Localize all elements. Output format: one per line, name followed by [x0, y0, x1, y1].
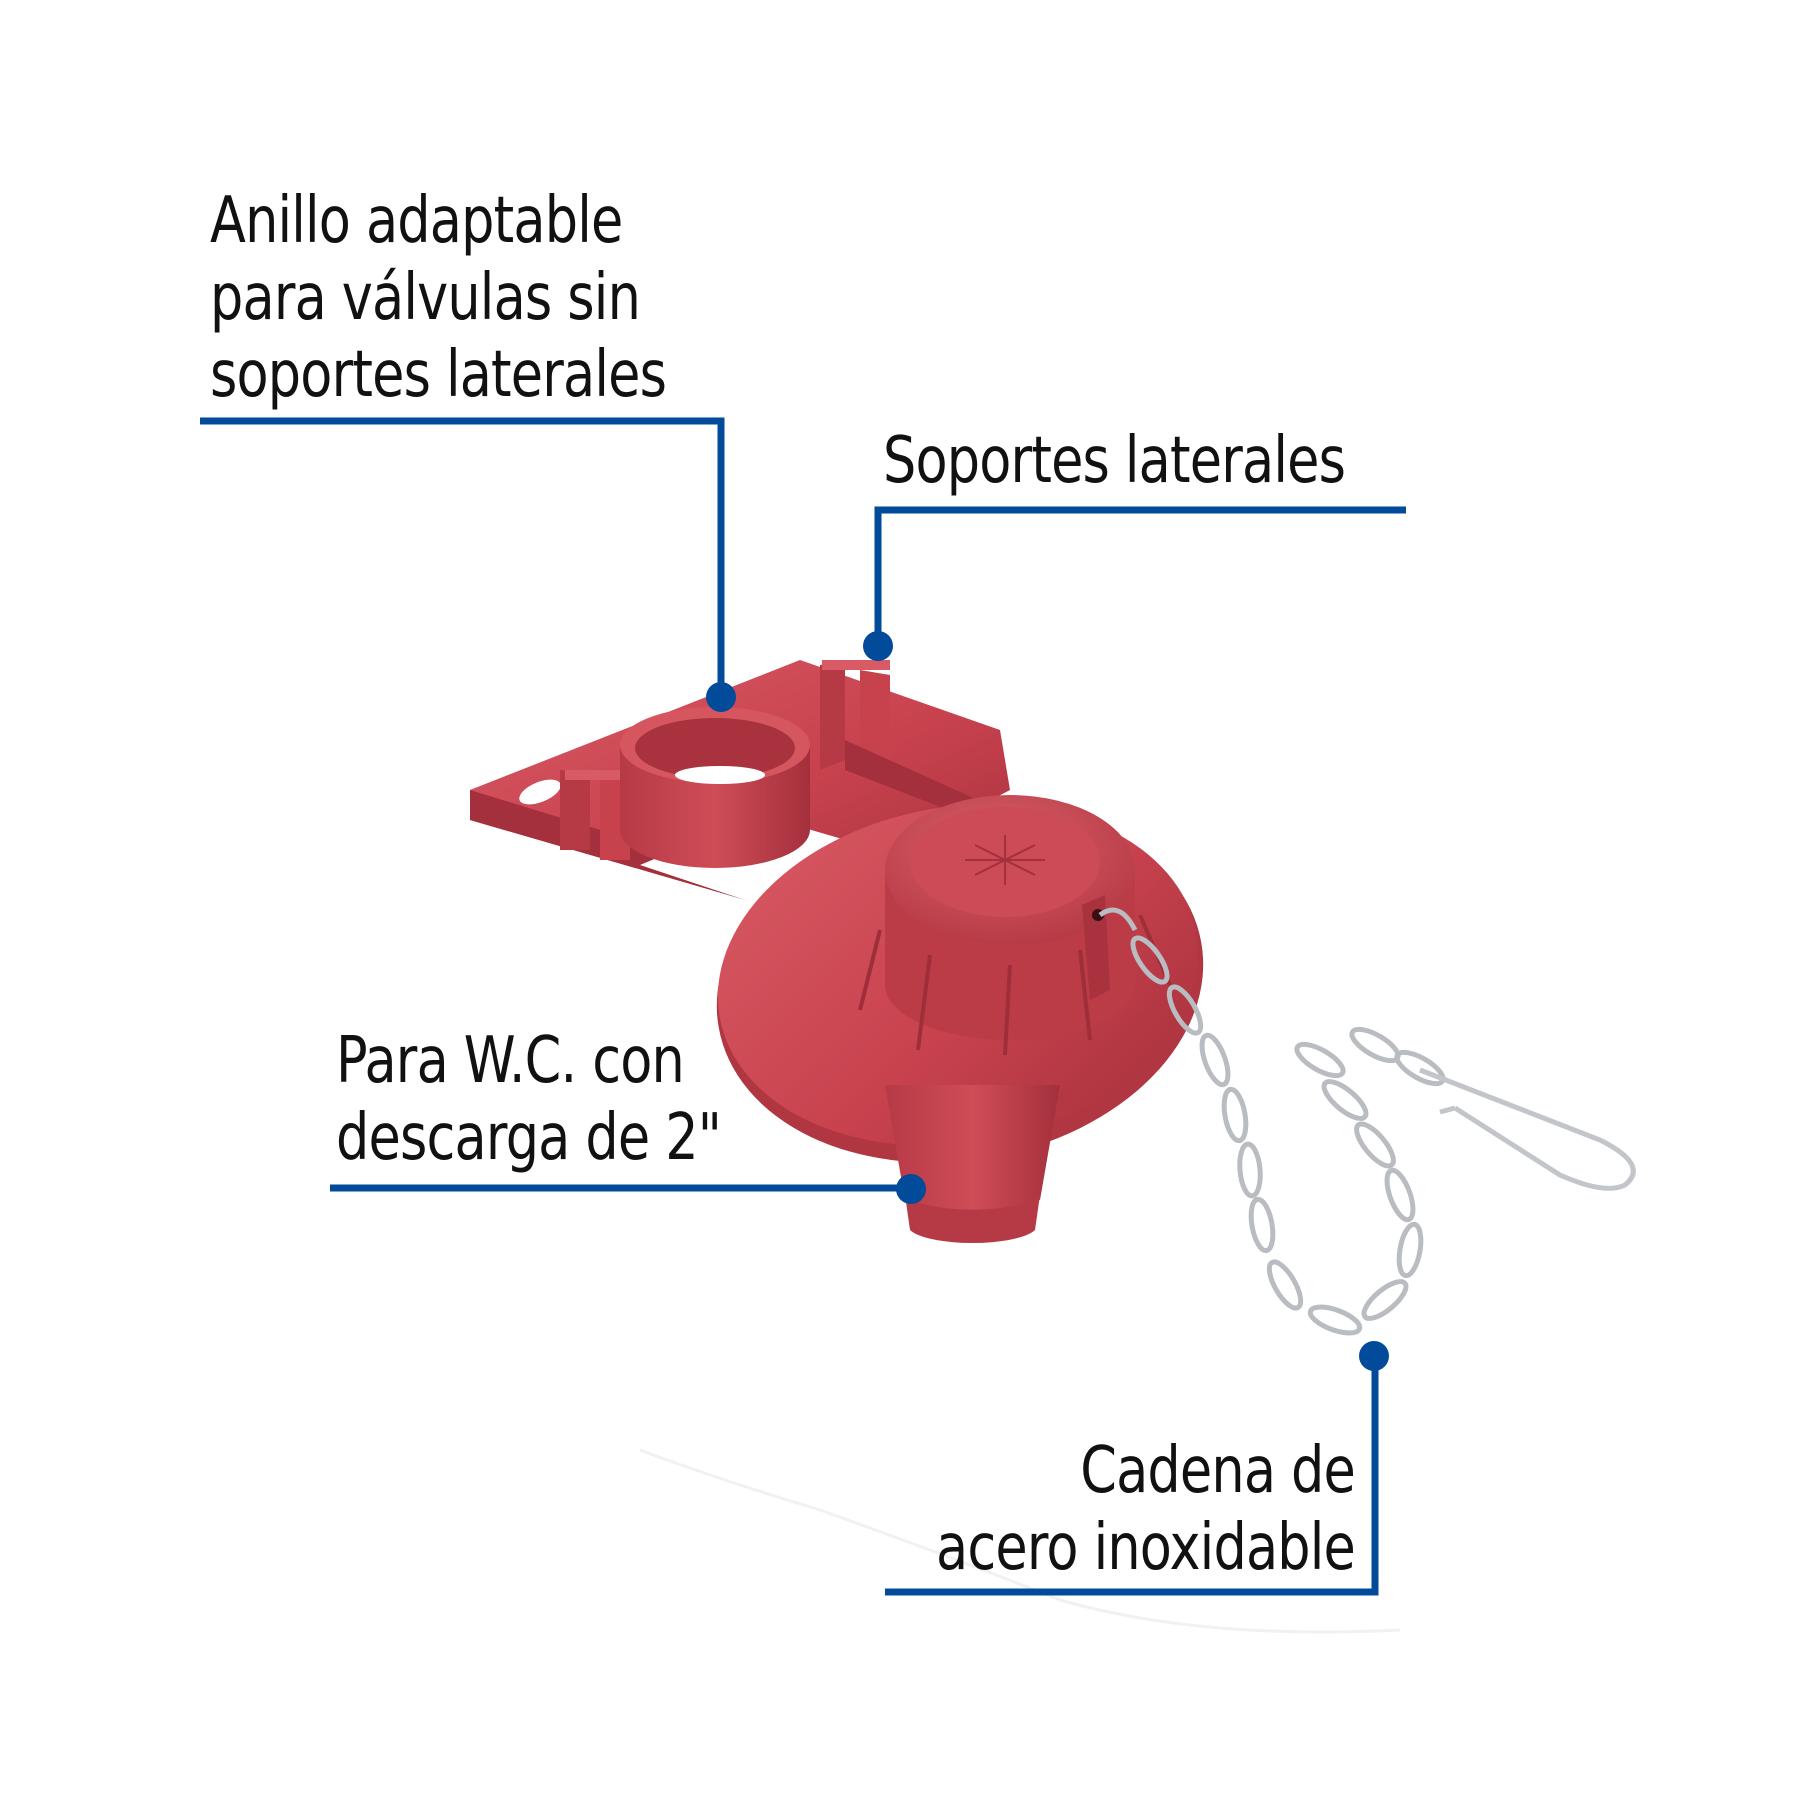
dome-cap — [858, 795, 1172, 1056]
callout-line-text: descarga de 2" — [336, 1101, 722, 1175]
callout-line-side-supports — [874, 506, 1406, 646]
callout-line-adaptable-ring — [200, 417, 725, 697]
adaptable-ring-part — [620, 707, 810, 868]
star-emboss-icon — [965, 835, 1045, 885]
callout-discharge-size: Para W.C. con descarga de 2" — [336, 1023, 722, 1177]
callout-dot-side-supports — [863, 631, 893, 661]
callout-line-text: Soportes laterales — [883, 424, 1346, 498]
callout-lines — [200, 417, 1406, 1596]
chain-shadow-outline — [639, 1448, 1401, 1634]
callout-line-chain — [885, 1356, 1379, 1596]
s-hook-part — [1419, 1067, 1636, 1191]
callout-dots — [706, 631, 1389, 1371]
callout-adaptable-ring: Anillo adaptable para válvulas sin sopor… — [210, 183, 667, 414]
callout-dot-chain — [1359, 1341, 1389, 1371]
callout-line-text: Para W.C. con — [336, 1024, 685, 1098]
callout-line-text: para válvulas sin — [210, 261, 641, 335]
callout-line-text: Cadena de — [1080, 1434, 1356, 1508]
callout-line-text: Anillo adaptable — [210, 184, 623, 258]
callout-side-supports: Soportes laterales — [883, 423, 1346, 500]
stainless-chain-part — [1098, 907, 1446, 1336]
discharge-cone — [885, 1085, 1060, 1244]
callout-stainless-chain: Cadena de acero inoxidable — [935, 1433, 1356, 1587]
callout-dot-adaptable-ring — [706, 682, 736, 712]
callout-line-text: acero inoxidable — [935, 1511, 1356, 1585]
callout-dot-discharge — [896, 1174, 926, 1204]
callout-line-text: soportes laterales — [210, 338, 667, 412]
